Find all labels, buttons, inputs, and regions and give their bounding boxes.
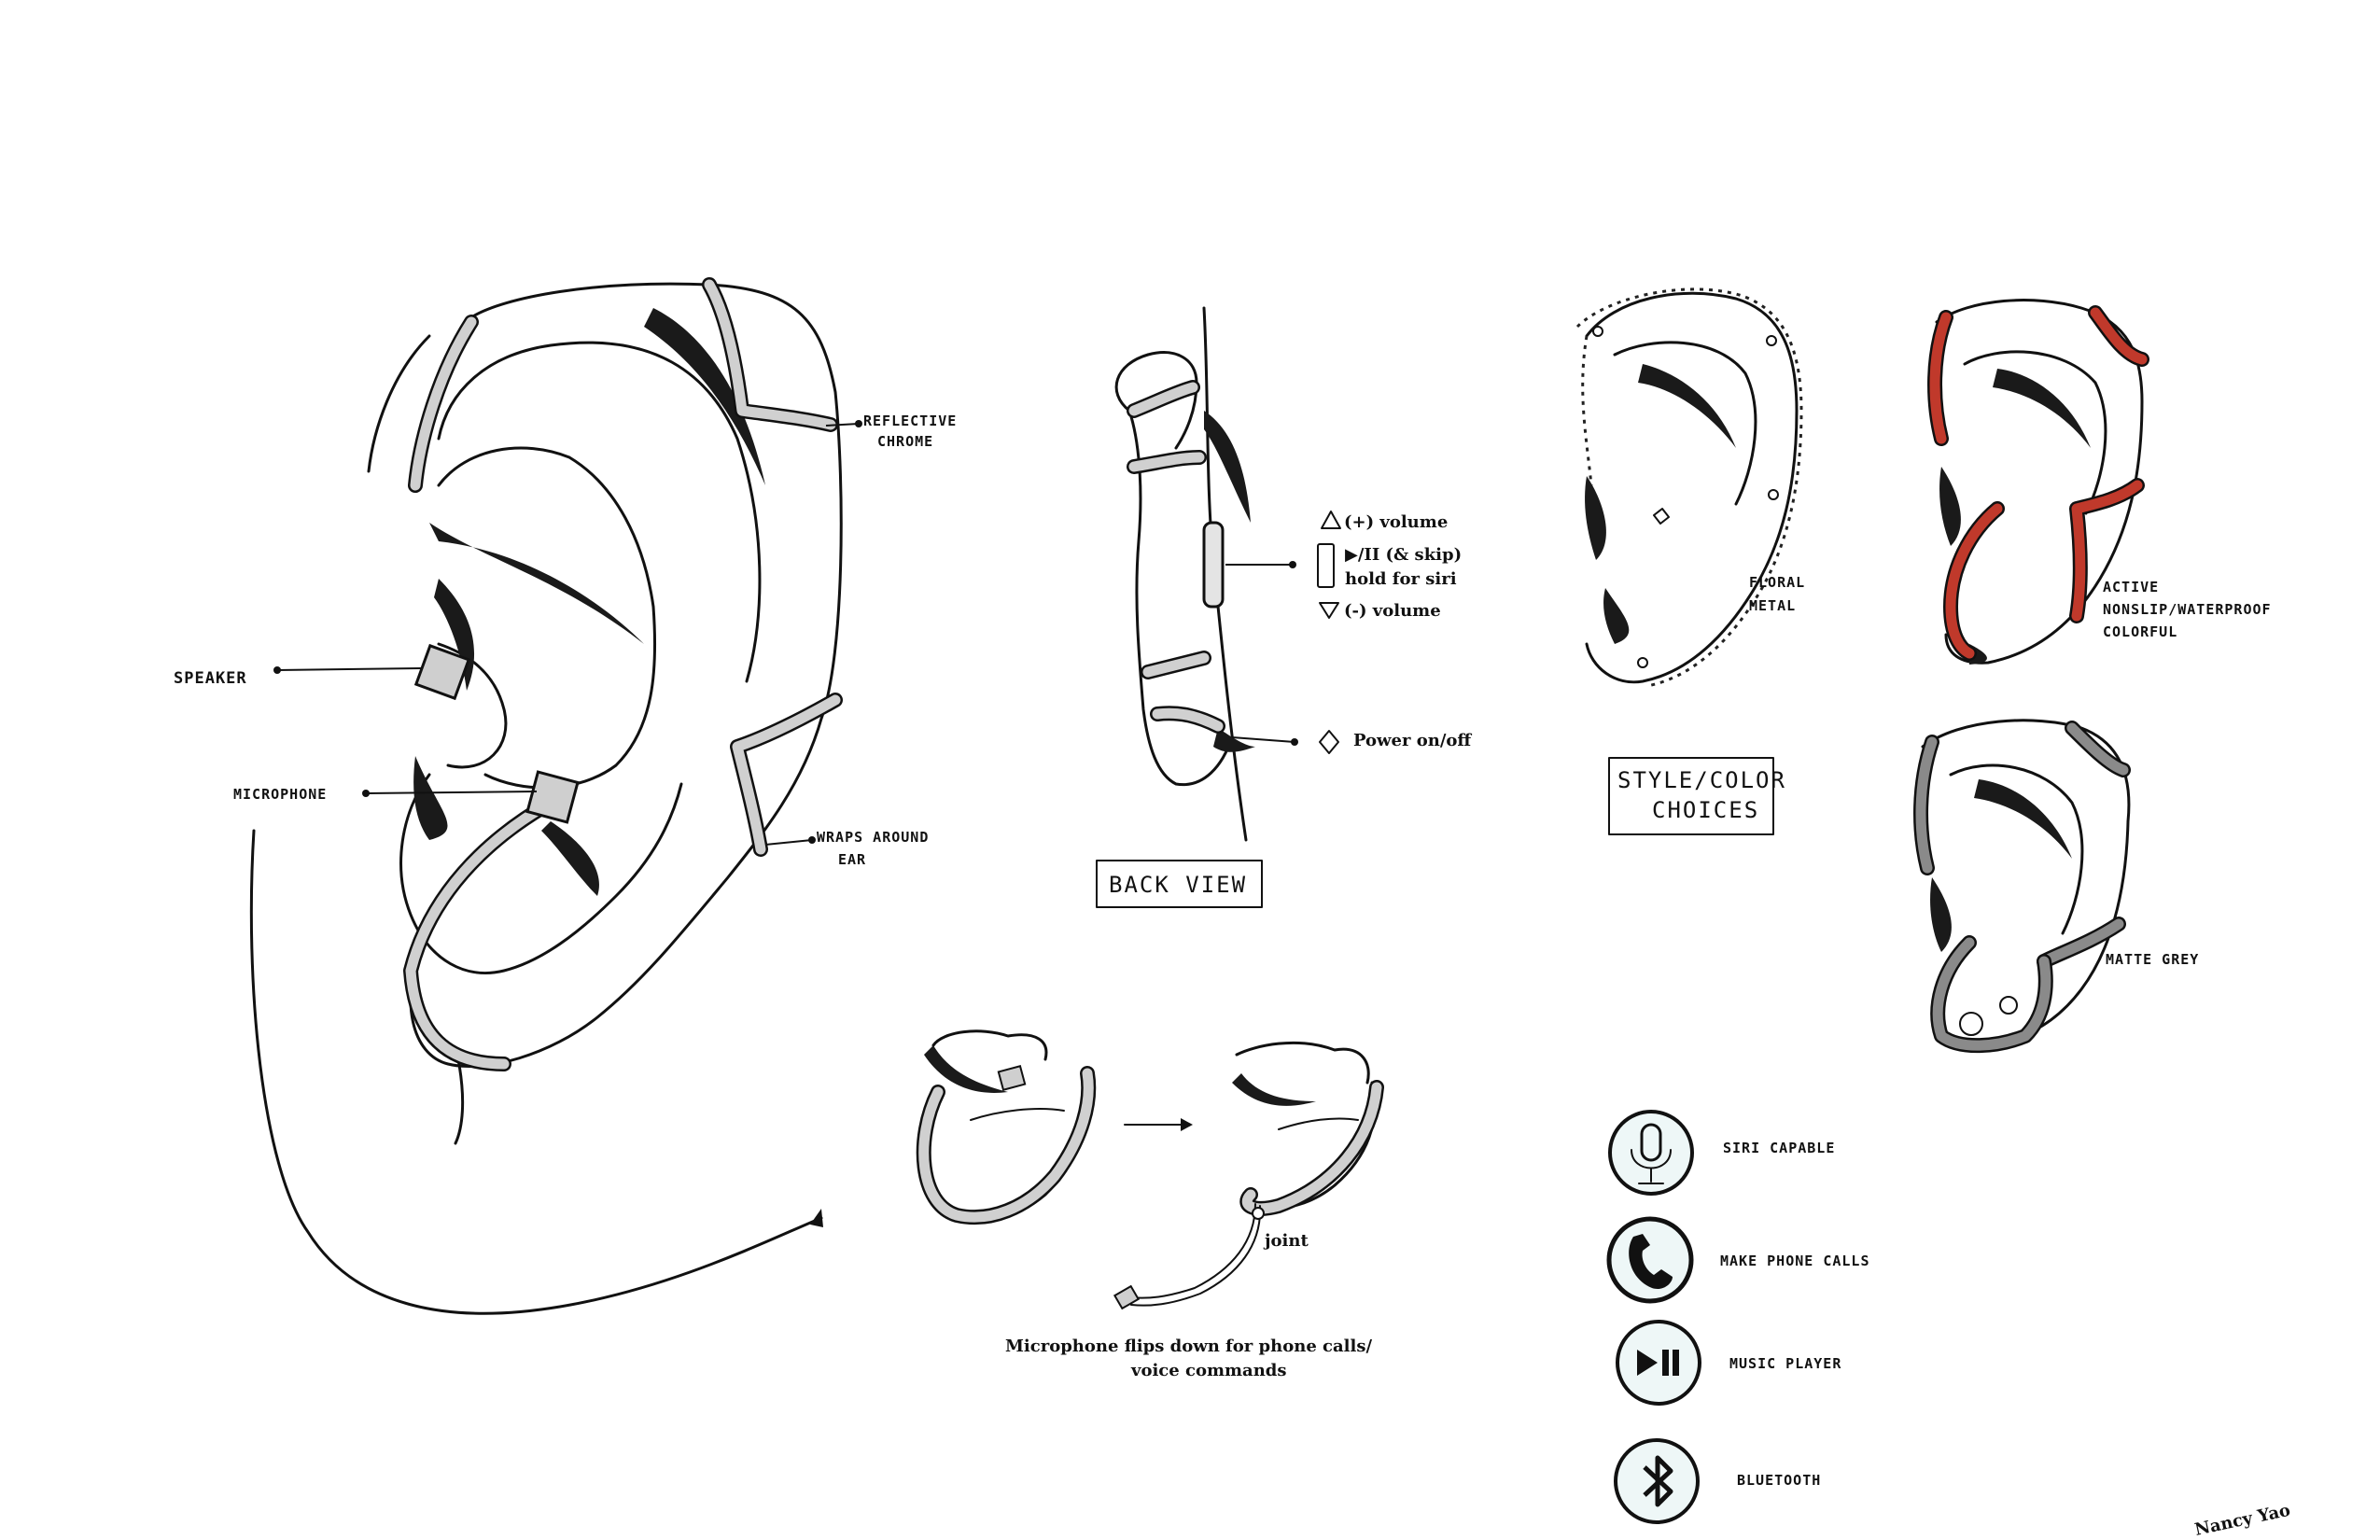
active-label-2: NONSLIP/WATERPROOF — [2103, 601, 2272, 618]
feature-bluetooth: BLUETOOTH — [1614, 1438, 1821, 1524]
style-box-title-2: CHOICES — [1652, 797, 1759, 823]
style-matte-grey: MATTE GREY — [1913, 719, 2199, 1054]
feature-label-music: MUSIC PLAYER — [1729, 1355, 1841, 1372]
control-volume-up: (+) volume — [1344, 512, 1448, 532]
play-pause-icon — [1637, 1350, 1679, 1376]
feature-list: SIRI CAPABLE MAKE PHONE CALLS MUSIC PLAY… — [1606, 1110, 1870, 1524]
back-view-sketch: (+) volume ▶/II (& skip) hold for siri (… — [1096, 306, 1472, 908]
label-reflective-chrome-2: CHROME — [877, 433, 933, 450]
control-power: Power on/off — [1353, 731, 1472, 750]
joint-label: joint — [1263, 1231, 1309, 1251]
bluetooth-icon — [1643, 1455, 1673, 1507]
feature-label-bluetooth: BLUETOOTH — [1737, 1472, 1821, 1489]
active-label-1: ACTIVE — [2103, 579, 2159, 595]
label-wraps-around-2: EAR — [838, 851, 866, 868]
microphone-pad — [525, 770, 580, 824]
feature-label-siri: SIRI CAPABLE — [1723, 1140, 1835, 1156]
mic-flip-sketch: joint Microphone flips down for phone ca… — [916, 1029, 1384, 1380]
label-speaker: SPEAKER — [174, 669, 247, 688]
active-label-3: COLORFUL — [2103, 623, 2177, 640]
floral-metal-label-2: METAL — [1749, 597, 1796, 614]
style-box-title-1: STYLE/COLOR — [1617, 767, 1786, 793]
style-active: ACTIVE NONSLIP/WATERPROOF COLORFUL — [1927, 299, 2272, 665]
label-microphone: MICROPHONE — [233, 786, 327, 803]
flow-arrow — [249, 829, 823, 1315]
signature: Nancy Yao — [2193, 1501, 2292, 1540]
floral-metal-label-1: FLORAL — [1749, 574, 1805, 591]
back-view-title-box — [1096, 860, 1263, 908]
main-device-band — [403, 277, 843, 1071]
phone-icon — [1629, 1234, 1673, 1289]
feature-phone: MAKE PHONE CALLS — [1606, 1216, 1870, 1304]
side-control-panel — [1202, 521, 1225, 609]
control-hold-siri: hold for siri — [1345, 569, 1457, 589]
microphone-icon — [1631, 1123, 1672, 1184]
back-view-title: BACK VIEW — [1109, 872, 1247, 898]
mic-flip-caption-2: voice commands — [1130, 1361, 1287, 1380]
power-symbol — [1319, 730, 1339, 754]
speaker-pad — [413, 643, 471, 701]
feature-siri: SIRI CAPABLE — [1608, 1110, 1835, 1196]
main-ear-sketch: REFLECTIVE CHROME SPEAKER MICROPHONE WRA… — [174, 277, 957, 1315]
style-floral-metal: FLORAL METAL — [1575, 287, 1805, 688]
mic-flip-caption-1: Microphone flips down for phone calls/ — [1005, 1337, 1372, 1356]
label-wraps-around-1: WRAPS AROUND — [817, 829, 929, 846]
feature-label-phone: MAKE PHONE CALLS — [1720, 1253, 1870, 1269]
matte-grey-label: MATTE GREY — [2106, 951, 2199, 968]
volume-down-symbol — [1319, 602, 1339, 619]
play-pause-symbol — [1317, 543, 1335, 588]
control-volume-down: (-) volume — [1344, 601, 1441, 621]
control-play-pause: ▶/II (& skip) — [1345, 545, 1462, 565]
volume-up-symbol — [1321, 511, 1341, 529]
style-color-choices-box: STYLE/COLOR CHOICES — [1608, 757, 1786, 835]
label-reflective-chrome-1: REFLECTIVE — [863, 413, 957, 429]
feature-music: MUSIC PLAYER — [1616, 1320, 1841, 1406]
